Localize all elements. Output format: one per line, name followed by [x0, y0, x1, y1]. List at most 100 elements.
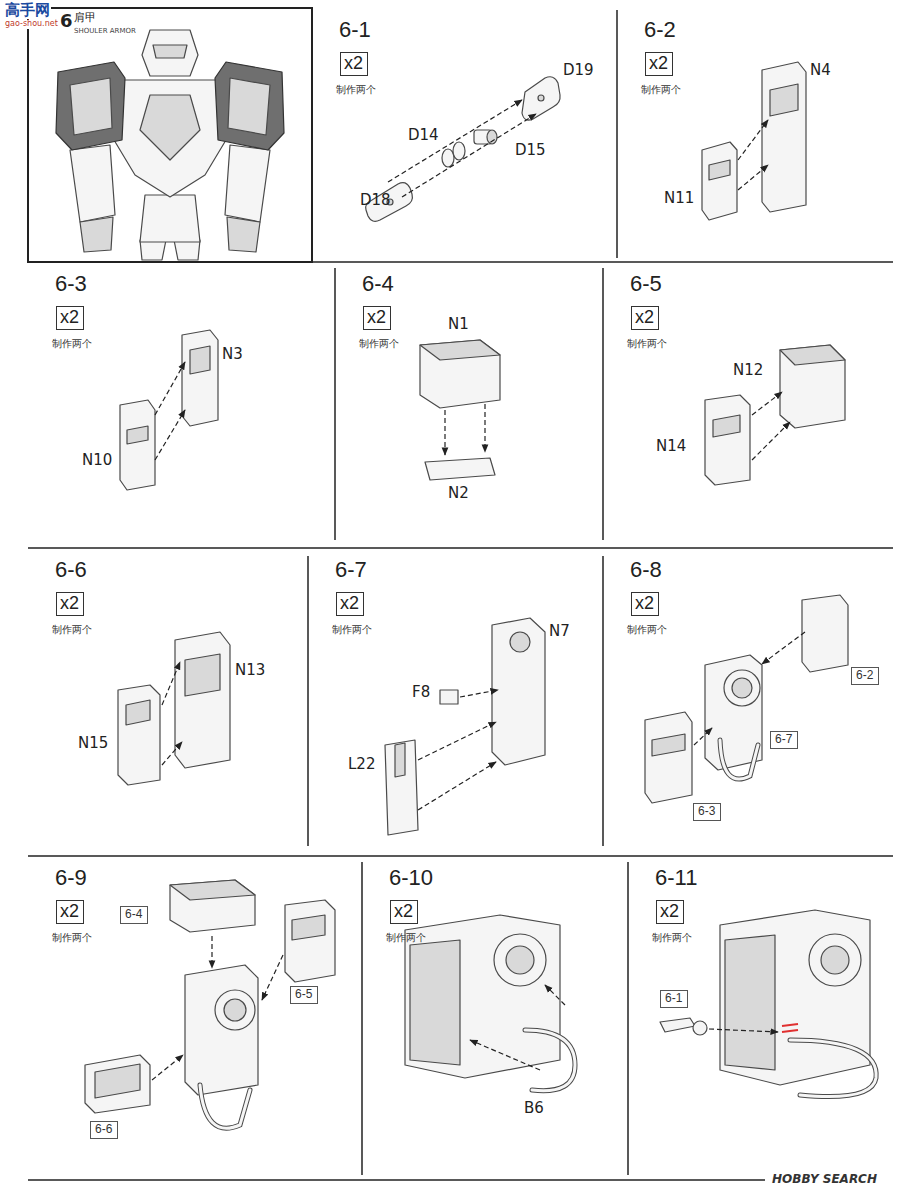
part-label: N4: [810, 62, 831, 79]
step-panel: 6-7 制作两个 x2: [308, 548, 603, 856]
step-6-7-parts: [385, 618, 545, 835]
step-panel: 6-10 制作两个 x2: [362, 856, 628, 1182]
reference-number: 6-7: [775, 733, 792, 746]
quantity-box: x2: [336, 592, 364, 616]
reference-box: 6-2: [851, 667, 879, 685]
step-number: 6-8: [630, 558, 662, 582]
step-panel: 6-5制作两个x2: [603, 262, 893, 548]
step-number: 6-10: [389, 866, 433, 890]
step-6-3-parts: [120, 330, 218, 490]
quantity-text: x2: [60, 594, 79, 614]
quantity-box: x2: [645, 52, 673, 76]
quantity-text: x2: [660, 902, 679, 922]
step-number: 6-11: [655, 866, 697, 890]
quantity-text: x2: [60, 902, 79, 922]
step-panel: 6-4 制作两个 x2: [335, 262, 603, 548]
step-6-6-parts: [118, 632, 230, 785]
step-6-2-parts: [702, 62, 806, 220]
step-6-10-parts: [405, 915, 575, 1091]
reference-box: 6-6: [90, 1121, 118, 1139]
reference-number: 6-2: [856, 669, 873, 682]
reference-box: 6-5: [290, 986, 318, 1004]
note-text: 制作两个: [386, 932, 426, 943]
reference-number: 6-1: [665, 992, 682, 1005]
note-text: 制作两个: [627, 624, 667, 635]
part-label: N10: [82, 452, 112, 469]
step-number: 6-9: [55, 866, 87, 890]
quantity-box: x2: [390, 900, 418, 924]
note-text: 制作两个: [52, 932, 92, 943]
part-label: N11: [664, 190, 694, 207]
reference-number: 6-3: [698, 805, 715, 818]
step-number: 6-3: [55, 272, 87, 296]
note-text: 制作两个: [52, 338, 92, 349]
quantity-box: x2: [56, 900, 84, 924]
step-panel: 6-6 制作两个 x2: [28, 548, 308, 856]
part-label: D18: [360, 192, 391, 209]
quantity-box: x2: [631, 306, 659, 330]
part-label: N2: [448, 485, 469, 502]
step-panel: 6-8 制作两个 x2 6-2 6-7 6-3: [603, 548, 893, 856]
quantity-box: x2: [363, 306, 391, 330]
note-text: 制作两个: [52, 624, 92, 635]
part-label: N15: [78, 735, 108, 752]
panel-grid: [28, 8, 893, 1180]
note-text: 制作两个: [652, 932, 692, 943]
quantity-text: x2: [60, 308, 79, 328]
section-number: 6: [60, 11, 73, 31]
part-label: N1: [448, 316, 469, 333]
step-number: 6-7: [335, 558, 367, 582]
quantity-text: x2: [340, 594, 359, 614]
part-label: B6: [524, 1100, 544, 1117]
step-number: 6-5: [630, 272, 662, 296]
reference-box: 6-7: [770, 731, 798, 749]
step-number: 6-6: [55, 558, 87, 582]
quantity-box: x2: [656, 900, 684, 924]
step-panel: 6-2 制作两个 x2: [617, 8, 893, 262]
watermark: HOBBY SEARCH: [772, 1173, 877, 1186]
step-6-1-parts: [366, 77, 561, 222]
watermark: gao-shou.net: [4, 20, 59, 29]
part-label: N14: [656, 438, 686, 455]
part-label: D14: [408, 127, 439, 144]
quantity-box: x2: [56, 592, 84, 616]
part-label: N3: [222, 346, 243, 363]
note-text: 制作两个: [332, 624, 372, 635]
step-panel: 6-9 制作两个 x2 6-4 6-5 6-6: [28, 856, 362, 1182]
note-text: 制作两个: [641, 84, 681, 95]
quantity-text: x2: [635, 308, 654, 328]
part-label: L22: [348, 756, 375, 773]
quantity-text: x2: [367, 308, 386, 328]
step-panel: 6-1 制作两个 x2: [312, 8, 617, 262]
step-6-11-parts: [660, 910, 876, 1097]
step-panel: 6-3 制作两个 x2: [28, 262, 335, 548]
step-number: 6-4: [362, 272, 394, 296]
quantity-text: x2: [635, 594, 654, 614]
reference-box: 6-4: [120, 906, 148, 924]
section-title: 肩甲: [74, 12, 96, 24]
reference-number: 6-4: [125, 908, 142, 921]
section-subtitle: SHOULER ARMOR: [74, 28, 136, 36]
quantity-box: x2: [340, 52, 368, 76]
step-6-5-parts: [705, 345, 845, 485]
quantity-text: x2: [344, 54, 363, 74]
reference-number: 6-5: [295, 988, 312, 1001]
step-number: 6-1: [339, 18, 371, 42]
step-number: 6-2: [644, 18, 676, 42]
step-panel: 6-11 制作两个 x2 6-1: [628, 856, 893, 1182]
note-text: 制作两个: [359, 338, 399, 349]
part-label: N7: [549, 623, 570, 640]
step-6-9-parts: [85, 880, 335, 1128]
reference-number: 6-6: [95, 1123, 112, 1136]
quantity-text: x2: [394, 902, 413, 922]
part-label: N13: [235, 662, 265, 679]
quantity-text: x2: [649, 54, 668, 74]
step-6-4-parts: [420, 340, 500, 480]
part-label: F8: [412, 684, 430, 701]
step-6-8-parts: [645, 595, 848, 803]
quantity-box: x2: [631, 592, 659, 616]
part-label: N12: [733, 362, 763, 379]
note-text: 制作两个: [336, 84, 376, 95]
part-label: D19: [563, 62, 594, 79]
